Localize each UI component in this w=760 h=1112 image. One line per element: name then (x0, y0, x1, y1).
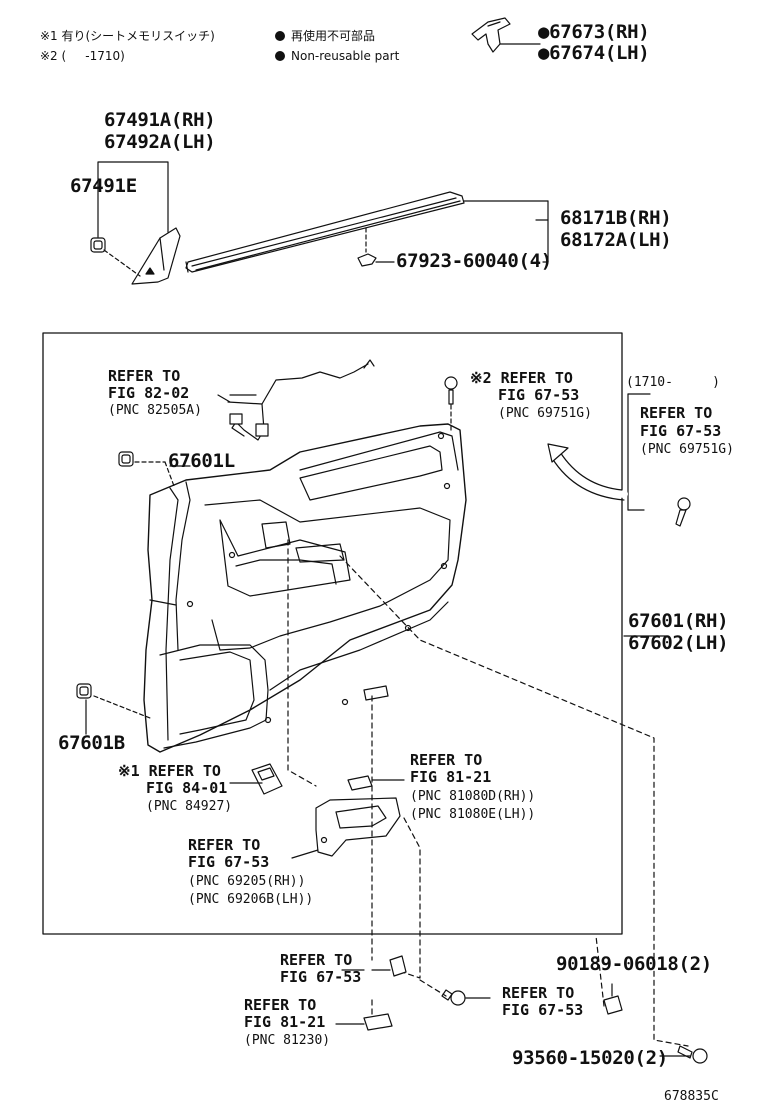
part-68171b: 68171B(RH) (560, 207, 672, 229)
clip-6753-icon (371, 955, 407, 977)
clip-67491e-icon (90, 237, 141, 277)
door-trim-panel (143, 423, 467, 753)
part-67673: ●67673(RH) (538, 21, 650, 43)
ref-67-53b-line1: REFER TO (188, 836, 261, 854)
ref-67-53d-line2: FIG 67-53 (502, 1001, 584, 1019)
part-90189: 90189-06018(2) (556, 953, 712, 975)
part-67492a: 67492A(LH) (104, 131, 216, 153)
ref-81-21a-line3: (PNC 81080D(RH)) (410, 789, 536, 804)
ref-67-53a-line2: FIG 67-53 (498, 386, 580, 404)
screw-69751g-icon (444, 376, 458, 431)
part-93560: 93560-15020(2) (512, 1047, 668, 1069)
screw-6753-icon (441, 989, 491, 1006)
wire-harness-icon (227, 359, 375, 441)
memory-switch-icon (229, 763, 283, 795)
legend-jp: 再使用不可部品 (275, 30, 375, 42)
ref-67-53b-line4: (PNC 69206B(LH)) (188, 892, 314, 907)
ref-67-53c-line1: REFER TO (280, 951, 353, 969)
non-reusable-dot-icon (275, 31, 285, 41)
ref-82-02-line1: REFER TO (108, 367, 181, 385)
legend-en: Non-reusable part (275, 50, 399, 62)
bracket-67673-icon (471, 17, 541, 53)
bolt-93560-icon (659, 1045, 708, 1064)
ref-67-53c-line2: FIG 67-53 (280, 968, 362, 986)
ref-67-53b-line3: (PNC 69205(RH)) (188, 874, 306, 889)
leader-67491a (97, 161, 169, 238)
ref-67-53d-line1: REFER TO (502, 984, 575, 1002)
dashed-leaders (287, 539, 689, 1047)
side-screw-icon (675, 497, 691, 527)
ref-84-01-line3: (PNC 84927) (146, 799, 233, 814)
part-67602-lh: 67602(LH) (628, 632, 729, 654)
catalog-number: 678835C (664, 1089, 719, 1104)
ref-82-02-line2: FIG 82-02 (108, 384, 190, 402)
ref-67-53a-line3: (PNC 69751G) (498, 406, 592, 421)
ref-81-21a-line1: REFER TO (410, 751, 483, 769)
legend-jp-text: 再使用不可部品 (291, 29, 376, 43)
part-67601b: 67601B (58, 732, 125, 754)
ref-84-01-line2: FIG 84-01 (146, 779, 228, 797)
ref-81-21a-line2: FIG 81-21 (410, 768, 492, 786)
legend-en-text: Non-reusable part (291, 49, 400, 63)
ref-84-01-line1: ※1 REFER TO (118, 762, 221, 780)
side-ref-line2: FIG 67-53 (640, 422, 722, 440)
assembly-frame (42, 332, 623, 935)
ref-81-21b-line3: (PNC 81230) (244, 1033, 331, 1048)
inside-handle-icon (291, 797, 401, 859)
part-67923: 67923-60040(4) (396, 250, 552, 272)
ref-82-02-line3: (PNC 82505A) (108, 403, 202, 418)
ref-67-53a-line1: ※2 REFER TO (470, 369, 573, 387)
ref-67-53b-line2: FIG 67-53 (188, 853, 270, 871)
part-67601l: 67601L (168, 450, 235, 472)
corner-piece-icon (131, 227, 181, 285)
door-switch-icon (347, 775, 405, 791)
part-67674: ●67674(LH) (538, 42, 650, 64)
side-ref-line3: (PNC 69751G) (640, 442, 734, 457)
ref-81-21b-line1: REFER TO (244, 996, 317, 1014)
side-callout (547, 393, 651, 511)
weatherstrip-icon (185, 191, 549, 273)
part-67491a: 67491A(RH) (104, 109, 216, 131)
text-leaders (169, 219, 549, 971)
ref-81-21a-line4: (PNC 81080E(LH)) (410, 807, 536, 822)
switch-81230-icon (335, 1013, 393, 1031)
part-67491e: 67491E (70, 175, 137, 197)
side-range: (1710- ) (626, 375, 720, 390)
nut-90189-icon (603, 983, 623, 1015)
part-67601-rh: 67601(RH) (628, 610, 729, 632)
ref-81-21b-line2: FIG 81-21 (244, 1013, 326, 1031)
part-68172a: 68172A(LH) (560, 229, 672, 251)
note-2: ※2 ( -1710) (40, 49, 125, 63)
side-ref-line1: REFER TO (640, 404, 713, 422)
clip-67601b-icon (76, 683, 151, 735)
non-reusable-dot-icon (275, 51, 285, 61)
clip-67923-icon (357, 227, 395, 267)
note-1: ※1 有り(シートメモリスイッチ) (40, 29, 215, 43)
clip-67601l-icon (118, 451, 175, 487)
